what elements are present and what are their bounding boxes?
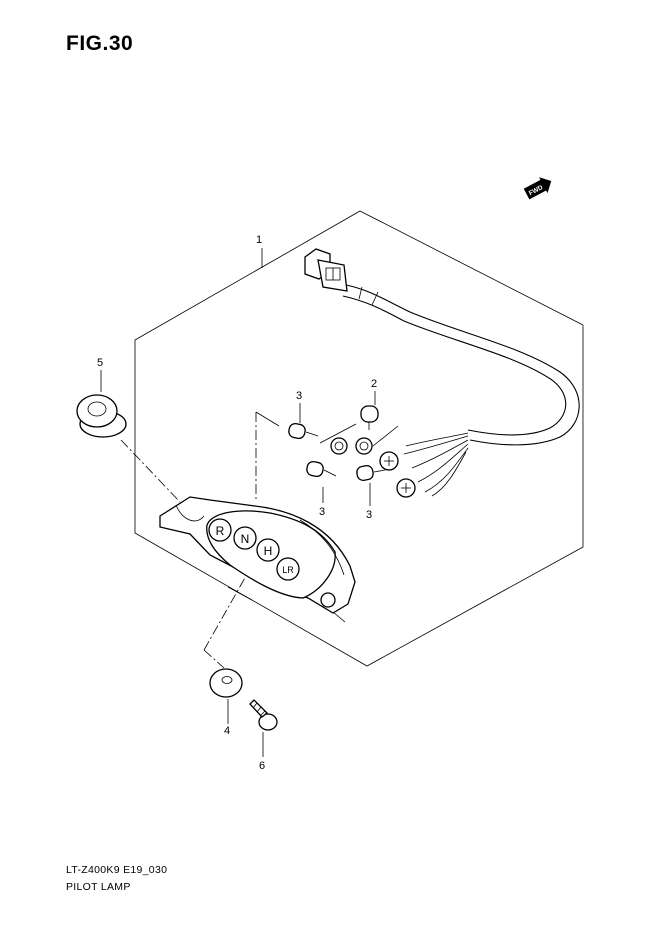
leader-lines — [100, 248, 399, 757]
harness-wires — [403, 432, 469, 497]
figure-title: FIG.30 — [66, 32, 134, 55]
indicator-letter-n: N — [241, 532, 250, 546]
callout-2: 2 — [371, 378, 377, 390]
callout-4: 4 — [224, 725, 230, 737]
indicator-letter-lr: LR — [282, 565, 294, 575]
model-code: LT-Z400K9 E19_030 — [66, 864, 168, 876]
callout-3-lower-left: 3 — [319, 506, 325, 518]
callout-1: 1 — [256, 234, 262, 246]
fwd-arrow-icon: FWD — [523, 177, 552, 200]
callout-5: 5 — [97, 357, 103, 369]
indicator-windows: R N H LR — [208, 518, 300, 581]
part-group-name: PILOT LAMP — [66, 881, 131, 893]
harness-coupler — [304, 248, 348, 292]
screw — [249, 699, 278, 731]
bulb-socket — [330, 437, 416, 498]
callout-6: 6 — [259, 760, 265, 772]
assembly-outline — [134, 210, 584, 667]
indicator-letter-r: R — [216, 524, 225, 538]
callout-3-lower-right: 3 — [366, 509, 372, 521]
callout-3-upper: 3 — [296, 390, 302, 402]
grommet — [76, 394, 127, 438]
bulb — [288, 405, 386, 481]
indicator-letter-h: H — [264, 544, 273, 558]
harness-sheath — [342, 284, 580, 446]
washer — [209, 668, 243, 698]
